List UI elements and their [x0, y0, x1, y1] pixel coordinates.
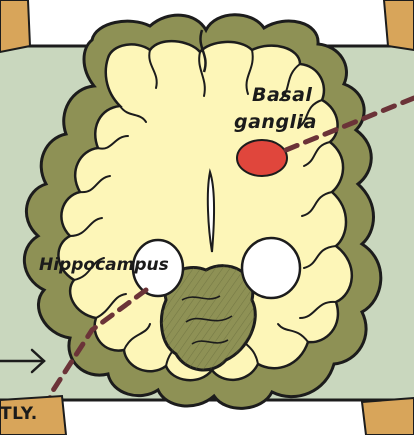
- basal-ganglia-label-line1: Basal: [252, 84, 312, 106]
- tape-top-right: [384, 0, 414, 50]
- hippocampus-label: Hippocampus: [39, 255, 169, 275]
- basal-ganglia-spot: [237, 140, 287, 176]
- tape-top-left: [0, 0, 30, 52]
- bottom-caption-fragment: TLY.: [0, 404, 38, 424]
- tape-bottom-right: [362, 398, 414, 435]
- hippocampus-right: [242, 238, 300, 298]
- basal-ganglia-label-line2: ganglia: [234, 111, 317, 133]
